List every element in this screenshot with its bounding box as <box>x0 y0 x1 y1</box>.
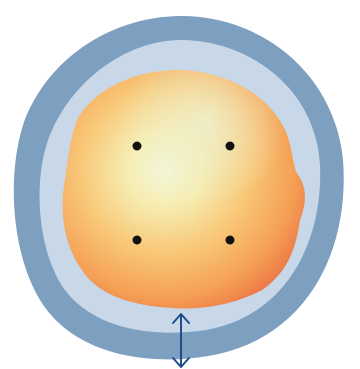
point-marker-3 <box>133 236 142 245</box>
point-marker-4 <box>226 236 235 245</box>
point-marker-1 <box>133 142 142 151</box>
point-marker-2 <box>226 142 235 151</box>
